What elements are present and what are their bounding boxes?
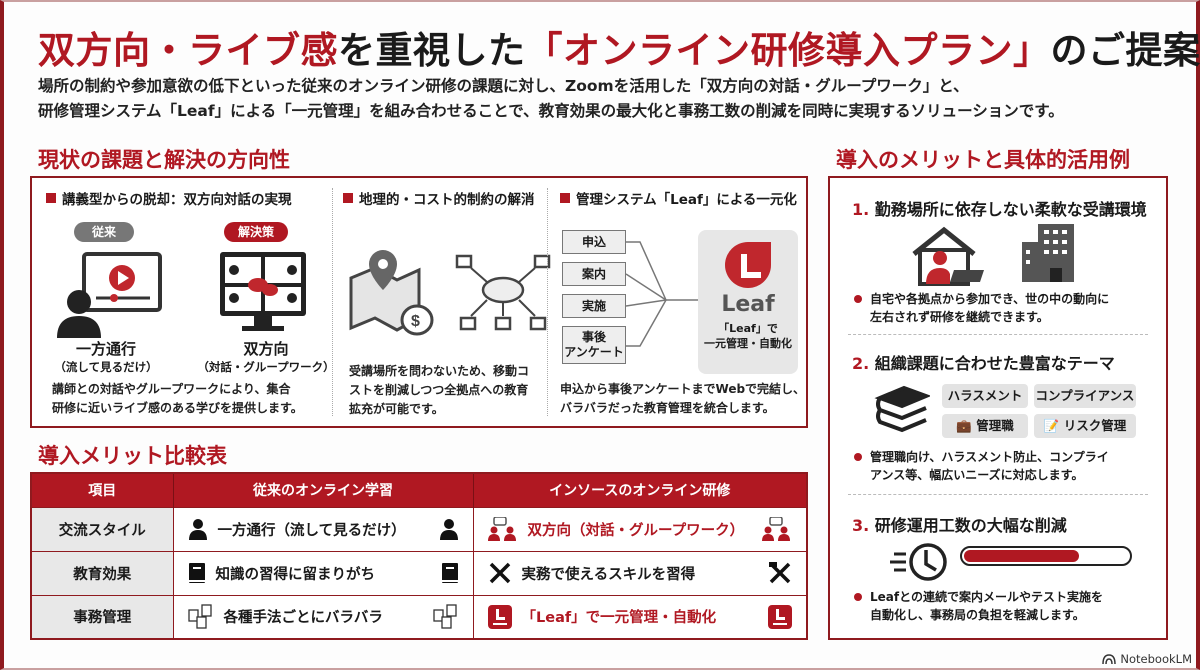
- office-building-icon: [1020, 220, 1080, 284]
- merits-heading: 導入のメリットと具体的活用例: [836, 148, 1130, 172]
- row-label: 事務管理: [31, 594, 174, 639]
- book-icon: [188, 563, 205, 583]
- before-badge: 従来: [74, 222, 134, 242]
- col-header-conventional: 従来のオンライン学習: [173, 473, 474, 507]
- theme-tag-compliance: コンプライアンス: [1034, 384, 1136, 408]
- leaf-logo-icon: [768, 604, 792, 629]
- insource-cell: 双方向（対話・グループワーク）: [474, 517, 807, 541]
- bullet-square-icon: [560, 193, 570, 203]
- group-chat-icon: [487, 517, 516, 541]
- theme-tag-risk: 📝 リスク管理: [1034, 414, 1136, 438]
- issue-panel-interactive: 講義型からの脱却：双方向対話の実現 従来 解決策: [46, 188, 336, 416]
- conventional-cell: 各種手法ごとにバラバラ: [174, 604, 473, 630]
- book-icon: [441, 563, 458, 583]
- issue-panel-leaf: 管理システム「Leaf」による一元化 申込 案内 実施 事後アンケート Leaf…: [547, 188, 805, 416]
- divider: [848, 334, 1148, 335]
- issues-box: 講義型からの脱却：双方向対話の実現 従来 解決策: [30, 176, 808, 428]
- group-chat-icon: [762, 517, 790, 541]
- insource-cell: 実務で使えるスキルを習得: [474, 561, 807, 585]
- reduction-progress-bar: [960, 546, 1132, 566]
- lead-line-1: 場所の制約や参加意欲の低下といった従来のオンライン研修の課題に対し、Zoomを活…: [38, 77, 969, 95]
- conventional-cell: 知識の習得に留まりがち: [174, 562, 473, 584]
- page-title: 双方向・ライブ感を重視した「オンライン研修導入プラン」のご提案: [38, 20, 1200, 74]
- footer-brand: NotebookLM: [1102, 652, 1192, 666]
- panel-description: 申込から事後アンケートまでWebで完結し、バラバラだった教育管理を統合します。: [560, 382, 806, 415]
- issues-heading: 現状の課題と解決の方向性: [38, 148, 290, 172]
- document-edit-icon: 📝: [1043, 418, 1060, 433]
- merit-2-title: 2. 組織課題に合わせた豊富なテーマ: [852, 354, 1115, 373]
- theme-tag-manager: 💼 管理職: [942, 414, 1028, 438]
- flow-step-survey: 事後アンケート: [562, 326, 626, 364]
- bullet-square-icon: [46, 193, 56, 203]
- panel-title: 管理システム「Leaf」による一元化: [560, 188, 802, 208]
- theme-tag-harassment: ハラスメント: [942, 384, 1028, 408]
- progress-fill: [964, 550, 1079, 562]
- table-row: 教育効果 知識の習得に留まりがち 実務で使えるスキルを習得: [31, 550, 808, 595]
- issue-panel-cost: 地理的・コスト的制約の解消 $: [332, 188, 552, 416]
- tools-icon: [489, 562, 510, 584]
- table-header-row: 項目 従来のオンライン学習 インソースのオンライン研修: [31, 473, 808, 507]
- row-label: 交流スタイル: [31, 506, 174, 551]
- panel-title: 地理的・コスト的制約の解消: [343, 188, 552, 208]
- home-work-icon: [910, 226, 990, 286]
- svg-text:$: $: [411, 313, 420, 330]
- documents-icon: [432, 604, 457, 629]
- one-way-video-icon: [54, 250, 164, 340]
- merit-2-desc: 管理職向け、ハラスメント防止、コンプライアンス等、幅広いニーズに対応します。: [852, 448, 1152, 484]
- bullet-square-icon: [343, 193, 353, 203]
- person-icon: [439, 519, 458, 540]
- merits-box: 1. 勤務場所に依存しない柔軟な受講環境 自宅や各拠点から参加でき、世の中の動向…: [828, 176, 1168, 640]
- comparison-table: 項目 従来のオンライン学習 インソースのオンライン研修 交流スタイル 一方通行（…: [30, 472, 808, 640]
- merit-3-title: 3. 研修運用工数の大幅な削減: [852, 516, 1067, 535]
- title-accent-2: 「オンライン研修導入プラン」: [525, 29, 1051, 72]
- leaf-wordmark: Leaf: [721, 292, 775, 317]
- before-caption: 一方通行 （流して見るだけ）: [54, 340, 158, 374]
- merit-1-desc: 自宅や各拠点から参加でき、世の中の動向に左右されず研修を継続できます。: [852, 290, 1152, 326]
- lead-paragraph: 場所の制約や参加意欲の低下といった従来のオンライン研修の課題に対し、Zoomを活…: [38, 74, 1188, 124]
- video-conference-icon: [218, 250, 308, 340]
- documents-icon: [187, 604, 212, 629]
- comparison-heading: 導入メリット比較表: [38, 444, 227, 468]
- map-pin-money-icon: $: [347, 248, 437, 338]
- title-accent-1: 双方向・ライブ感: [38, 29, 338, 72]
- table-row: 交流スタイル 一方通行（流して見るだけ） 双方向（対話・グループワーク）: [31, 506, 808, 551]
- notebooklm-logo-icon: [1102, 654, 1117, 665]
- flow-connector-lines: [626, 241, 698, 347]
- insource-cell: 「Leaf」で一元管理・自動化: [474, 604, 807, 629]
- fast-clock-icon: [890, 542, 950, 582]
- hammer-wrench-icon: [769, 562, 791, 584]
- divider: [848, 494, 1148, 495]
- lead-line-2: 研修管理システム「Leaf」による「一元管理」を組み合わせることで、教育効果の最…: [38, 102, 1064, 120]
- leaf-logo-icon: [723, 240, 773, 290]
- flow-step-notice: 案内: [562, 262, 626, 286]
- col-header-insource: インソースのオンライン研修: [473, 473, 808, 507]
- conventional-cell: 一方通行（流して見るだけ）: [174, 518, 473, 540]
- title-text-1: を重視した: [338, 29, 526, 72]
- panel-description: 講師との対話やグループワークにより、集合研修に近いライブ感のある学びを提供します…: [52, 382, 303, 415]
- flow-step-apply: 申込: [562, 230, 626, 254]
- leaf-logo-icon: [487, 604, 512, 629]
- panel-description: 受講場所を問わないため、移動コストを削減しつつ全拠点への教育拡充が可能です。: [349, 364, 530, 416]
- flow-step-conduct: 実施: [562, 294, 626, 318]
- col-header-item: 項目: [31, 473, 174, 507]
- solution-badge: 解決策: [224, 222, 288, 242]
- person-icon: [188, 519, 207, 540]
- merit-1-title: 1. 勤務場所に依存しない柔軟な受講環境: [852, 200, 1147, 219]
- title-text-2: のご提案: [1050, 29, 1200, 72]
- panel-title: 講義型からの脱却：双方向対話の実現: [46, 188, 336, 208]
- books-stack-icon: [874, 384, 930, 434]
- briefcase-icon: 💼: [956, 418, 972, 433]
- cloud-network-icon: [455, 254, 551, 338]
- merit-3-desc: Leafとの連続で案内メールやテスト実施を自動化し、事務局の負担を軽減します。: [852, 588, 1152, 624]
- leaf-caption: 「Leaf」で一元管理・自動化: [704, 322, 792, 350]
- row-label: 教育効果: [31, 550, 174, 595]
- leaf-system-card: Leaf 「Leaf」で一元管理・自動化: [698, 230, 798, 374]
- solution-caption: 双方向 （対話・グループワーク）: [197, 340, 335, 374]
- table-row: 事務管理 各種手法ごとにバラバラ 「Leaf」で一元管理・自動化: [31, 594, 808, 639]
